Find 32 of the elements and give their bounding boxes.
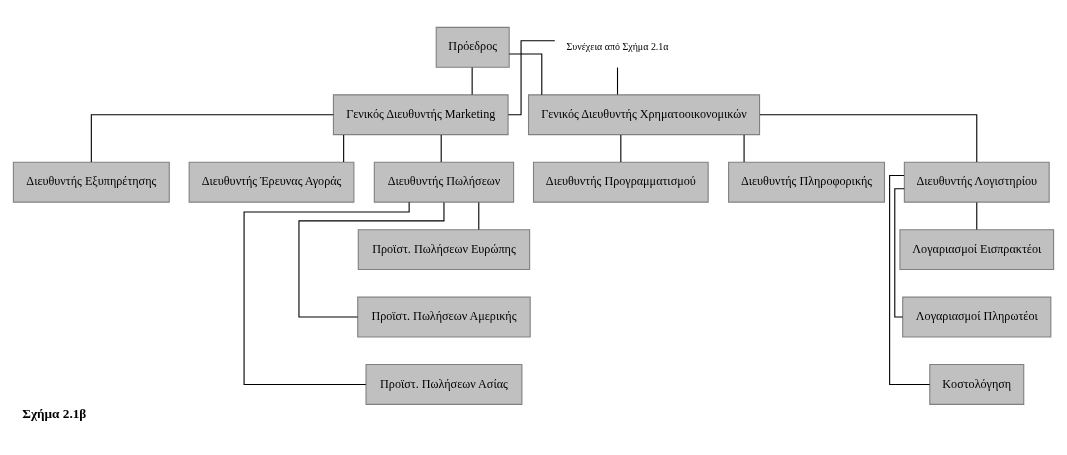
connector — [894, 188, 905, 318]
node-box: Κοστολόγηση — [929, 364, 1025, 405]
node-box: Προϊστ. Πωλήσεων Αμερικής — [357, 296, 531, 338]
node-box: Γενικός Διευθυντής Χρηματοοικονομικών — [527, 94, 761, 136]
node-box: Πρόεδρος — [435, 26, 510, 68]
node-text: Συνέχεια από Σχήμα 2.1α — [566, 40, 669, 52]
caption: Σχήμα 2.1β — [22, 406, 87, 422]
connector — [759, 114, 978, 163]
connector — [620, 134, 622, 163]
node-box: Διευθυντής Πωλήσεων — [373, 161, 515, 203]
connector — [243, 201, 410, 386]
connector — [343, 134, 345, 163]
node-box: Προϊστ. Πωλήσεων Ασίας — [365, 364, 523, 405]
node-box: Διευθυντής Πληροφορικής — [728, 161, 886, 203]
connector — [478, 201, 480, 230]
node-box: Διευθυντής Έρευνας Αγοράς — [188, 161, 355, 203]
connector — [90, 114, 334, 163]
connector — [743, 134, 745, 163]
connector — [976, 201, 978, 230]
connector — [889, 175, 931, 386]
node-box: Διευθυντής Λογιστηρίου — [903, 161, 1050, 203]
connector — [508, 53, 543, 96]
connector — [616, 67, 619, 96]
node-box: Προϊστ. Πωλήσεων Ευρώπης — [357, 229, 531, 271]
node-box: Λογαριασμοί Πληρωτέοι — [902, 296, 1052, 338]
node-box: Διευθυντής Προγραμματισμού — [532, 161, 709, 203]
node-box: Διευθυντής Εξυπηρέτησης — [12, 161, 170, 203]
connector — [298, 201, 445, 318]
connector — [471, 67, 473, 96]
node-box: Γενικός Διευθυντής Marketing — [332, 94, 509, 136]
node-box: Λογαριασμοί Εισπρακτέοι — [899, 229, 1055, 271]
connector — [440, 134, 442, 163]
